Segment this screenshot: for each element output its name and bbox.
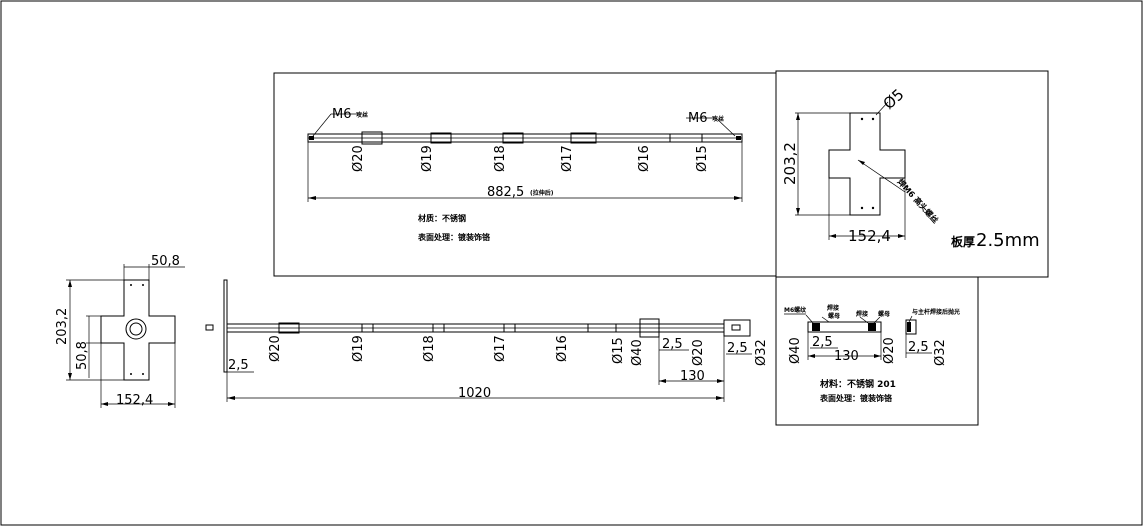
- top-length: 882,5: [487, 185, 524, 200]
- detail-weld-note: 焊接: [827, 304, 839, 312]
- top-dia-5: Ø16: [637, 145, 652, 172]
- detail-weld-label: 焊接: [856, 310, 868, 318]
- left-side-dim: 50,8: [75, 341, 90, 370]
- top-dia-2: Ø19: [420, 145, 435, 172]
- rod-dia-5: Ø16: [555, 335, 570, 362]
- thickness-label: 板厚: [951, 234, 975, 249]
- top-rod-collar: [430, 132, 452, 144]
- rod-dia-1: Ø20: [268, 335, 283, 362]
- left-width-dim: 152,4: [116, 393, 153, 408]
- detail-m6-note: M6螺纹: [784, 306, 807, 314]
- rod-sleeve: [639, 318, 660, 338]
- detail-panel: M6螺纹 焊接 螺母 焊接 螺母 与主杆焊接后抛光 Ø40 2,5 130 Ø2…: [775, 276, 979, 426]
- detail-dia-right: Ø20: [882, 337, 897, 364]
- top-panel-frame: [273, 72, 777, 277]
- plate-width: 152,4: [848, 227, 891, 245]
- stud-note: 焊M6 高头螺丝: [896, 177, 941, 226]
- top-width-dim: 50,8: [151, 254, 180, 269]
- top-rod-collar: [570, 132, 597, 144]
- detail-finish: 表面处理：镀装饰铬: [819, 393, 893, 403]
- cap-thk-dim: 2,5: [662, 337, 683, 352]
- tap-note-left: 攻丝: [356, 111, 368, 119]
- plate-panel: Ø5 焊M6 高头螺丝 203,2 152,4 板厚 2.5mm: [775, 70, 1049, 278]
- rod-dia-3: Ø18: [422, 335, 437, 362]
- center-tube-inner: [129, 322, 143, 336]
- top-dia-6: Ø15: [695, 145, 710, 172]
- tap-note-right: 攻丝: [712, 115, 724, 123]
- top-finish: 表面处理：镀装饰铬: [417, 232, 491, 242]
- rod-dia-2: Ø19: [351, 335, 366, 362]
- top-length-note: (拉伸后): [530, 189, 554, 197]
- detail-length: 130: [834, 349, 859, 364]
- detail-end-thk: 2,5: [908, 340, 929, 355]
- end-thk-dim: 2,5: [727, 341, 748, 356]
- top-rod-collar: [669, 133, 703, 143]
- top-rod-collar: [502, 132, 524, 144]
- cross-plate-small: [100, 279, 176, 381]
- detail-side-note: 与主杆焊接后抛光: [912, 308, 960, 316]
- end-cap: [723, 319, 751, 337]
- plate-height: 203,2: [781, 142, 799, 185]
- rod-collar: [503, 323, 516, 333]
- detail-dia-left: Ø40: [788, 337, 803, 364]
- detail-material: 材料：不锈钢 201: [819, 378, 896, 390]
- cap-dia-dim: Ø20: [691, 339, 706, 366]
- cross-plate-outline: [828, 112, 906, 216]
- rod-dia-4: Ø17: [493, 335, 508, 362]
- hole-dia-label: Ø5: [880, 85, 908, 113]
- detail-nut-label: 螺母: [828, 312, 840, 320]
- detail-end-dia: Ø32: [933, 339, 948, 366]
- main-rod-view: Ø20 Ø19 Ø18 Ø17 Ø16 Ø15 Ø40 2,5 2,5 Ø20 …: [205, 279, 769, 402]
- top-material: 材质：不锈钢: [418, 213, 466, 223]
- end-dia-dim: Ø32: [754, 339, 769, 366]
- rod-collar: [587, 323, 617, 333]
- top-dia-4: Ø17: [560, 145, 575, 172]
- detail-panel-frame: [775, 276, 979, 426]
- left-end-view: 50,8 203,2 50,8 152,4: [55, 254, 185, 408]
- top-rod-panel: M6 攻丝 M6 攻丝 Ø20 Ø19 Ø18 Ø17 Ø16 Ø15 882,…: [273, 72, 777, 277]
- plate-thk-dim: 2,5: [228, 358, 249, 373]
- detail-nut-label-right: 螺母: [878, 310, 890, 318]
- thread-label-left: M6: [332, 107, 352, 122]
- detail-sleeve: [807, 321, 882, 333]
- top-dia-3: Ø18: [493, 145, 508, 172]
- rod-dia-7: Ø40: [630, 339, 645, 366]
- center-tube-outer: [125, 318, 147, 340]
- thread-label-right: M6: [688, 111, 708, 126]
- cap-len-dim: 130: [680, 369, 705, 384]
- rod-collar: [361, 323, 374, 333]
- rod-collar: [278, 322, 300, 334]
- thickness-value: 2.5mm: [976, 230, 1040, 251]
- top-rod-collar: [361, 131, 383, 145]
- left-height-dim: 203,2: [55, 308, 70, 345]
- rod-collar: [432, 323, 445, 333]
- detail-end-cap: [905, 319, 917, 335]
- top-dia-1: Ø20: [351, 145, 366, 172]
- detail-thk: 2,5: [812, 335, 833, 350]
- total-length-dim: 1020: [458, 386, 491, 401]
- rod-dia-6: Ø15: [611, 337, 626, 364]
